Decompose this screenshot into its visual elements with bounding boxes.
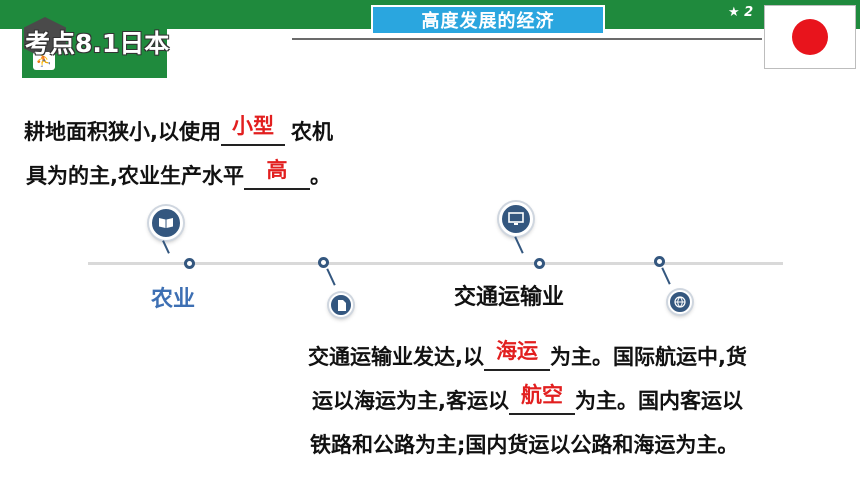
transport-line-2: 运以海运为主,客运以航空为主。国内客运以 <box>312 383 743 415</box>
japan-flag <box>764 5 856 69</box>
brand-logo: ★ 2 <box>728 5 754 20</box>
node-stem <box>661 267 671 285</box>
book-icon <box>149 206 183 240</box>
runner-icon: ⛹ <box>33 52 55 70</box>
answer-blank: 小型 <box>220 114 285 146</box>
transport-text: 为主。国际航运中,货 <box>549 345 747 369</box>
page-title: 高度发展的经济 <box>371 5 605 35</box>
timeline-node <box>654 256 665 267</box>
agriculture-text: 耕地面积狭小,以使用 <box>24 120 221 144</box>
flag-red-disc <box>792 19 828 55</box>
answer-text: 高 <box>266 158 288 182</box>
agriculture-line-1: 耕地面积狭小,以使用小型农机 <box>24 114 333 146</box>
timeline-node <box>534 258 545 269</box>
node-stem <box>162 240 170 254</box>
globe-icon <box>668 290 692 314</box>
transport-label: 交通运输业 <box>454 285 565 310</box>
timeline-line <box>88 262 783 265</box>
agriculture-text: 具为的主,农业生产水平 <box>26 164 244 188</box>
transport-line-1: 交通运输业发达,以海运为主。国际航运中,货 <box>308 339 747 371</box>
node-stem <box>514 236 524 254</box>
agriculture-line-2: 具为的主,农业生产水平高。 <box>26 158 331 190</box>
header-underline <box>292 38 762 40</box>
document-icon <box>329 293 353 317</box>
node-stem <box>326 268 336 286</box>
agriculture-text: 农机 <box>290 120 333 144</box>
transport-text: 交通运输业发达,以 <box>308 345 484 369</box>
answer-blank: 航空 <box>508 383 575 415</box>
answer-blank: 海运 <box>483 339 550 371</box>
transport-text: 运以海运为主,客运以 <box>312 389 509 413</box>
answer-blank: 高 <box>243 158 310 190</box>
monitor-icon <box>499 202 533 236</box>
agriculture-label: 农业 <box>151 287 196 312</box>
answer-text: 海运 <box>495 339 538 363</box>
answer-text: 小型 <box>231 114 274 138</box>
timeline-node <box>318 257 329 268</box>
agriculture-text: 。 <box>309 164 331 188</box>
timeline-node <box>184 258 195 269</box>
transport-line-3: 铁路和公路为主;国内货运以公路和海运为主。 <box>310 433 739 457</box>
section-label: 考点8.1日本 <box>25 29 170 58</box>
transport-text: 为主。国内客运以 <box>574 389 743 413</box>
answer-text: 航空 <box>520 383 563 407</box>
